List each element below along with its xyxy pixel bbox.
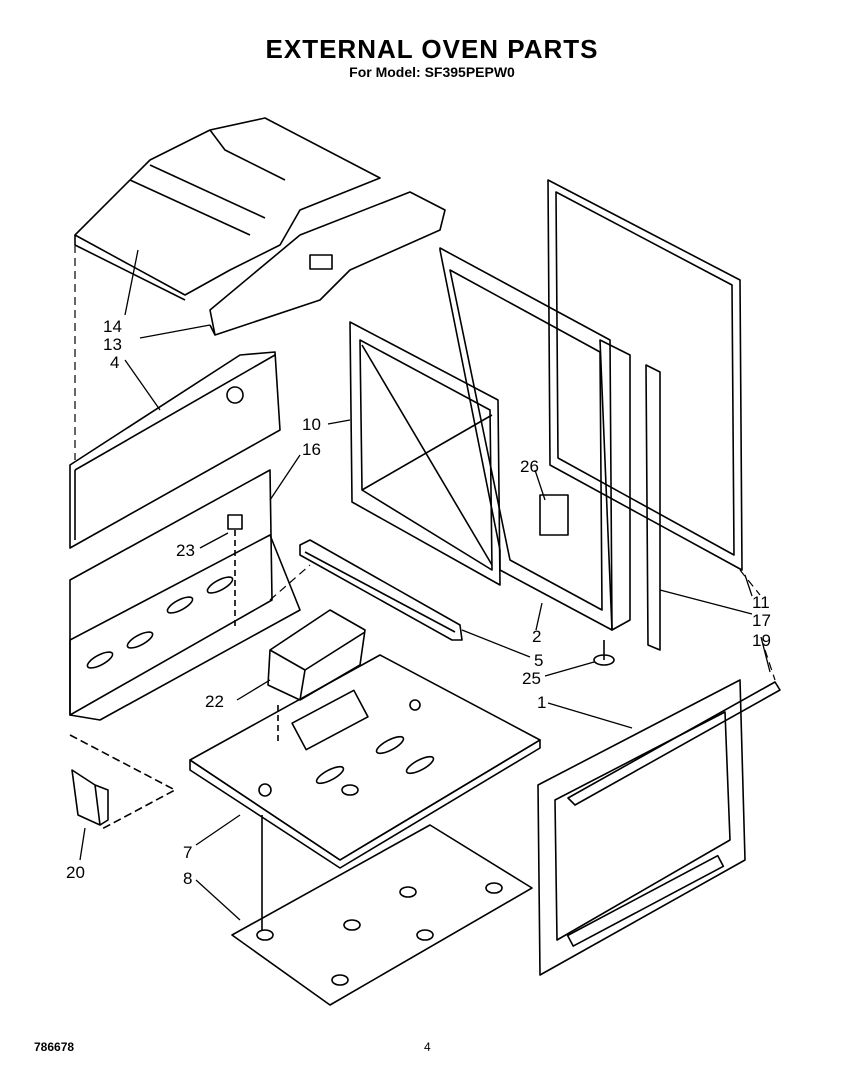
callout-7: 7 <box>183 843 192 862</box>
top-cover-panel <box>74 117 381 301</box>
callout-16: 16 <box>302 440 321 459</box>
door-inner-panel <box>349 321 501 586</box>
callout-26: 26 <box>520 457 539 476</box>
callout-22: 22 <box>205 692 224 711</box>
callout-25: 25 <box>522 669 541 688</box>
callout-leader-lines <box>79 249 771 921</box>
vent-duct <box>267 609 366 745</box>
page-title: EXTERNAL OVEN PARTS <box>265 34 599 64</box>
callout-5: 5 <box>534 651 543 670</box>
callout-20: 20 <box>66 863 85 882</box>
callout-11: 11 <box>752 593 770 612</box>
top-rear-bracket <box>209 191 446 336</box>
oven-front-frame <box>537 679 781 976</box>
callout-2: 2 <box>532 627 541 646</box>
page-number: 4 <box>424 1040 431 1054</box>
callout-numbers: 14 13 4 10 16 23 26 2 5 25 11 17 19 1 22… <box>66 317 771 888</box>
door-hinge <box>593 640 615 666</box>
oven-bottom-tray <box>189 654 541 869</box>
callout-14: 14 <box>103 317 122 336</box>
callout-1: 1 <box>537 693 546 712</box>
callout-4: 4 <box>110 353 119 372</box>
callout-19: 19 <box>752 631 771 650</box>
callout-23: 23 <box>176 541 195 560</box>
callout-13: 13 <box>103 335 122 354</box>
model-subtitle: For Model: SF395PEPW0 <box>349 64 515 80</box>
door-trim-strip <box>645 364 661 651</box>
side-rail <box>299 539 463 641</box>
rear-lower-panel <box>69 469 301 721</box>
alignment-lines <box>74 245 776 681</box>
callout-8: 8 <box>183 869 192 888</box>
door-liner-frame <box>439 247 631 631</box>
callout-10: 10 <box>302 415 321 434</box>
callout-17: 17 <box>752 611 771 630</box>
small-bracket <box>69 734 176 831</box>
oven-floor-plate <box>231 815 533 1006</box>
rear-upper-panel <box>69 351 281 549</box>
document-number: 786678 <box>34 1040 75 1054</box>
door-glass-panel <box>547 179 743 571</box>
